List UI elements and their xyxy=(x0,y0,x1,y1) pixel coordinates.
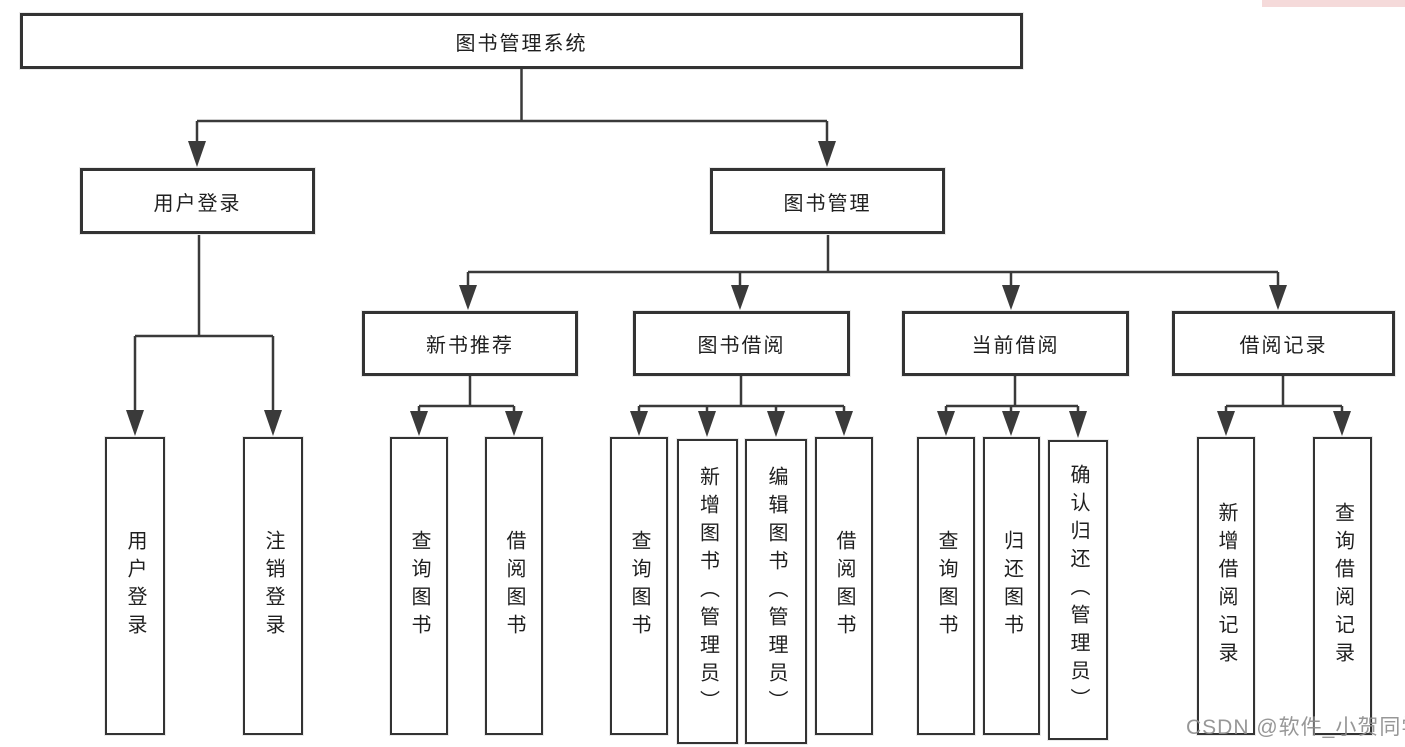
node-leaf-add-books-admin: 新增图书（管理员） xyxy=(677,439,738,744)
arrow-icon xyxy=(410,411,428,436)
node-book-management: 图书管理 xyxy=(710,168,945,234)
arrow-icon xyxy=(1333,411,1351,436)
node-leaf-edit-books-admin: 编辑图书（管理员） xyxy=(745,439,807,744)
arrow-icon xyxy=(1269,285,1287,310)
node-label: 图书借阅 xyxy=(697,335,786,357)
node-borrow-records: 借阅记录 xyxy=(1172,311,1395,376)
arrow-icon xyxy=(188,141,206,167)
arrow-icon xyxy=(698,411,716,437)
node-label: 用户登录 xyxy=(153,192,242,215)
connector-new-book xyxy=(417,376,516,414)
node-label: 用户登录 xyxy=(124,530,146,642)
node-label: 图书管理 xyxy=(783,192,872,215)
connector-borrow-records xyxy=(1224,376,1344,414)
node-leaf-return-books: 归还图书 xyxy=(983,437,1040,735)
connector-root xyxy=(195,69,829,146)
node-leaf-add-borrow-record: 新增借阅记录 xyxy=(1197,437,1255,735)
node-current-borrow: 当前借阅 xyxy=(902,311,1129,376)
node-label: 查询图书 xyxy=(408,530,430,642)
node-leaf-query-borrow-record: 查询借阅记录 xyxy=(1313,437,1372,735)
node-label: 查询图书 xyxy=(628,530,650,642)
node-user-login: 用户登录 xyxy=(80,168,315,234)
node-label: 编辑图书（管理员） xyxy=(765,465,787,718)
arrow-icon xyxy=(505,411,523,436)
connector-user-login xyxy=(133,235,275,412)
node-label: 借阅图书 xyxy=(503,530,525,642)
arrow-icon xyxy=(1002,285,1020,310)
arrow-icon xyxy=(767,411,785,437)
csdn-watermark: CSDN @软件_小贺同学 xyxy=(1186,716,1405,739)
arrow-icon xyxy=(1069,411,1087,438)
arrow-icon xyxy=(459,285,477,310)
node-leaf-confirm-return-admin: 确认归还（管理员） xyxy=(1048,440,1108,740)
arrow-icon xyxy=(1217,411,1235,436)
node-label: 查询借阅记录 xyxy=(1331,502,1354,670)
node-leaf-query-books: 查询图书 xyxy=(390,437,448,735)
node-label: 借阅记录 xyxy=(1239,335,1328,357)
cropped-banner-edge xyxy=(1262,0,1405,7)
node-leaf-query-books: 查询图书 xyxy=(917,437,975,735)
node-label: 新书推荐 xyxy=(426,335,514,357)
node-leaf-borrow-books: 借阅图书 xyxy=(815,437,873,735)
node-label: 确认归还（管理员） xyxy=(1067,464,1089,716)
node-leaf-user-login: 用户登录 xyxy=(105,437,165,735)
arrow-icon xyxy=(630,411,648,436)
connector-book-management xyxy=(466,235,1280,287)
node-new-book-recommend: 新书推荐 xyxy=(362,311,578,376)
node-label: 图书管理系统 xyxy=(455,32,588,55)
node-label: 借阅图书 xyxy=(833,530,855,642)
node-label: 注销登录 xyxy=(262,530,284,642)
connector-book-borrow xyxy=(637,376,846,414)
connector-current-borrow xyxy=(944,376,1080,414)
node-label: 查询图书 xyxy=(935,530,957,642)
node-label: 新增借阅记录 xyxy=(1215,502,1237,670)
arrow-icon xyxy=(731,285,749,310)
node-leaf-borrow-books: 借阅图书 xyxy=(485,437,543,735)
node-label: 当前借阅 xyxy=(971,335,1060,357)
arrow-icon xyxy=(1002,411,1020,436)
node-leaf-logout: 注销登录 xyxy=(243,437,303,735)
node-label: 归还图书 xyxy=(1000,530,1023,642)
node-leaf-query-books: 查询图书 xyxy=(610,437,668,735)
arrow-icon xyxy=(835,411,853,436)
arrow-icon xyxy=(126,410,144,436)
node-label: 新增图书（管理员） xyxy=(696,465,719,718)
arrow-icon xyxy=(937,411,955,436)
arrow-icon xyxy=(264,410,282,436)
node-library-system: 图书管理系统 xyxy=(20,13,1023,69)
node-book-borrow: 图书借阅 xyxy=(633,311,850,376)
arrow-icon xyxy=(818,141,836,167)
